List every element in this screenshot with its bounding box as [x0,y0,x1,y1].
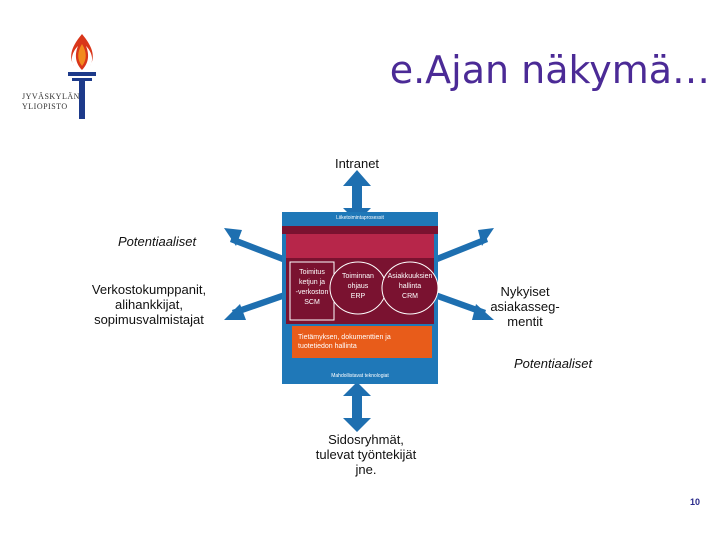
left-partners-line: alihankkijat, [115,297,183,312]
box-scm-line: Toimitus [299,269,325,276]
stakeholders-line: jne. [355,462,377,477]
page-title: e.Ajan näkymä… [389,48,710,92]
stakeholders-line: Sidosryhmät, [328,432,404,447]
box-erp-line: Toiminnan [342,273,374,280]
bottom-band-label: Mahdollistavat teknologiat [331,373,389,379]
right-customers-line: mentit [507,314,543,329]
box-scm-bg [289,261,335,321]
box-crm-bg [381,261,439,315]
box-crm-line: CRM [402,293,418,300]
arrow-right-lower [434,292,494,320]
logo-line1: JYVÄSKYLÄN [22,92,80,101]
arrow-left-lower [224,292,286,320]
box-erp-line: ohjaus [347,283,369,290]
box-scm-line: -verkoston [295,289,329,296]
right-customers-label: Nykyiset asiakasseg- mentit [470,284,580,329]
box-crm-line: Asiakkuuksien [387,273,433,280]
university-logo-icon [68,34,96,119]
page-number: 10 [689,497,700,507]
stakeholders-label: Sidosryhmät, tulevat työntekijät jne. [296,432,436,477]
right-customers-line: Nykyiset [500,284,550,299]
inner-area [286,234,434,262]
left-partners-line: Verkostokumppanit, [91,282,207,297]
orange-band [292,326,432,358]
left-partners-label: Verkostokumppanit, alihankkijat, sopimus… [64,282,234,327]
right-potential-tag: Potentiaaliset [514,356,593,371]
logo-line2: YLIOPISTO [22,102,68,111]
left-potential-tag: Potentiaaliset [118,234,197,249]
logo-text: JYVÄSKYLÄN YLIOPISTO [22,92,92,112]
orange-band-line: Tietämyksen, dokumenttien ja [298,334,391,341]
box-scm: Toimitus ketjun ja -verkoston SCM [290,268,334,308]
box-crm-line: hallinta [398,283,422,290]
top-band-label: Liiketoimintaprosessit [336,215,384,221]
right-customers-line: asiakasseg- [490,299,560,314]
intranet-label: Intranet [334,156,380,171]
box-scm-line: SCM [304,299,320,306]
orange-band-line: tuotetiedon hallinta [298,343,357,350]
top-band [282,226,438,234]
arrow-stakeholders [343,382,371,432]
box-erp: Toiminnan ohjaus ERP [330,272,386,302]
arrow-left-upper [224,228,284,262]
stakeholders-line: tulevat työntekijät [315,447,417,462]
box-crm: Asiakkuuksien hallinta CRM [380,272,440,302]
box-erp-line: ERP [350,293,366,300]
arrow-right-upper [436,228,494,262]
orange-band-text: Tietämyksen, dokumenttien ja tuotetiedon… [298,333,438,351]
box-scm-line: ketjun ja [298,279,326,286]
left-partners-line: sopimusvalmistajat [94,312,204,327]
